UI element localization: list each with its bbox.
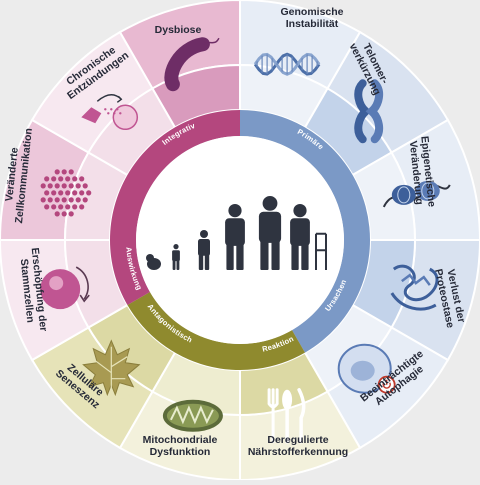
nucleosome-icon bbox=[382, 180, 451, 208]
human-lifespan-silhouettes-icon bbox=[146, 196, 327, 270]
segment-label-line: Genomische bbox=[280, 6, 343, 18]
protein-icon bbox=[390, 264, 439, 311]
person-silhouette bbox=[290, 204, 327, 270]
person-silhouette bbox=[225, 204, 245, 270]
category-ring-integrative bbox=[110, 110, 240, 305]
mitochondrion-icon bbox=[162, 399, 223, 432]
segment-label-line: Mitochondriale bbox=[143, 434, 218, 446]
dna-icon bbox=[253, 52, 321, 76]
segment-label-dysbiose: Dysbiose bbox=[155, 24, 202, 36]
category-ring-antagonistic bbox=[127, 292, 306, 370]
cutlery-icon bbox=[267, 388, 306, 444]
autophagy-cell-icon bbox=[337, 343, 396, 394]
bacterium-icon bbox=[164, 37, 220, 92]
segment-label-line: Instabilität bbox=[286, 18, 339, 30]
segment-label-line: Dysfunktion bbox=[150, 446, 211, 458]
segment-icons bbox=[40, 37, 451, 444]
person-silhouette bbox=[146, 254, 161, 270]
stem-cell-icon bbox=[40, 266, 90, 310]
segment-label-line: Deregulierte bbox=[267, 434, 328, 446]
person-silhouette bbox=[172, 244, 180, 270]
leaf-icon bbox=[82, 339, 141, 397]
category-ring-primary bbox=[240, 110, 371, 353]
chromosome-icon bbox=[354, 79, 384, 144]
person-silhouette bbox=[258, 196, 282, 270]
inner-icon-ring bbox=[63, 63, 417, 417]
cell-dots-icon bbox=[40, 169, 92, 217]
category-ring bbox=[110, 110, 371, 370]
segment-label-line: Nährstofferkennung bbox=[248, 446, 348, 458]
segment-label-line: Dysbiose bbox=[155, 24, 202, 36]
inflammation-icon bbox=[81, 94, 139, 131]
segment-label-line: Veränderte bbox=[3, 147, 21, 202]
person-silhouette bbox=[198, 230, 210, 270]
